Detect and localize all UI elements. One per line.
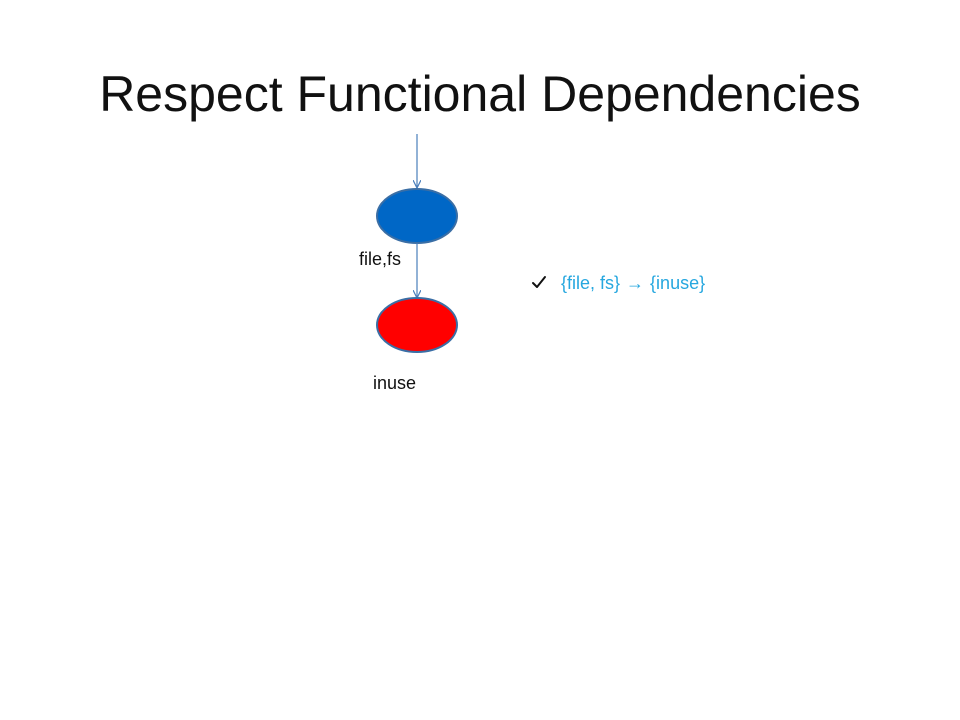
file-fs-node <box>376 188 458 244</box>
functional-dependency: {file, fs} → {inuse} <box>531 270 705 296</box>
file-fs-label: file,fs <box>359 249 402 269</box>
check-icon <box>531 274 547 292</box>
dependency-arrow: → <box>626 272 645 293</box>
inuse-node <box>376 297 458 353</box>
inuse-label: inuse <box>373 373 417 393</box>
dependency-rhs: {inuse} <box>650 272 706 293</box>
slide-title: Respect Functional Dependencies <box>99 66 861 122</box>
dependency-lhs: {file, fs} <box>561 272 621 293</box>
